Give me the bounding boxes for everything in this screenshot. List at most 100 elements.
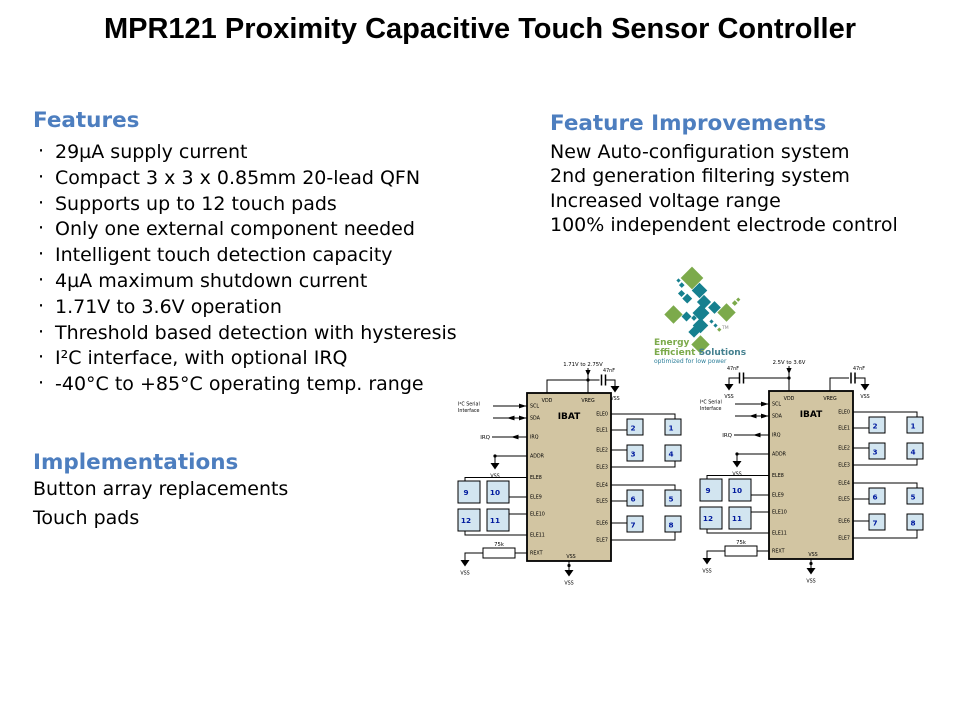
pad-number: 10	[732, 486, 742, 495]
touch-pad	[457, 508, 481, 532]
pin-label: ELE4	[838, 481, 850, 487]
pad-number: 1	[910, 422, 915, 431]
symbols	[702, 368, 870, 575]
features-heading: Features	[33, 108, 140, 133]
touch-pad	[664, 418, 682, 436]
pin-label: REXT	[530, 551, 543, 557]
pin-label: ELE3	[838, 463, 850, 469]
pin-label: SCL	[530, 404, 539, 410]
ground-icon	[460, 560, 470, 567]
page-title: MPR121 Proximity Capacitive Touch Sensor…	[103, 13, 857, 45]
pin-label: ELE8	[772, 473, 784, 479]
improvement-item: 100% independent electrode control	[550, 213, 898, 236]
pin-label: ELE7	[596, 538, 608, 544]
pad-number: 8	[910, 519, 915, 528]
pin-label: ELE11	[530, 533, 545, 539]
resistor-label: 75k	[494, 542, 505, 548]
pin-label: ELE0	[596, 412, 608, 418]
pin-label: SCL	[772, 402, 781, 408]
resistor-label: 75k	[736, 540, 747, 546]
pin-label: ELE0	[838, 410, 850, 416]
touch-pad	[664, 444, 682, 462]
feature-item: Threshold based detection with hysteresi…	[33, 320, 473, 347]
improvement-item: 2nd generation filtering system	[550, 165, 850, 188]
pad-number: 12	[703, 514, 713, 523]
improvement-item: New Auto-configuration system	[550, 141, 850, 163]
pin-label: ADDR	[772, 452, 787, 458]
pin-label: ELE8	[530, 475, 542, 481]
pad-number: 4	[668, 450, 673, 459]
feature-improvements-heading: Feature Improvements	[550, 111, 827, 136]
ground-icon	[564, 570, 574, 577]
feature-item: Intelligent touch detection capacity	[33, 242, 473, 269]
touch-pad	[906, 513, 924, 531]
pin-label: ELE4	[596, 483, 608, 489]
pad-number: 6	[872, 493, 877, 502]
chip-label: IBAT	[558, 412, 581, 422]
pin-label: ELE1	[838, 426, 850, 432]
implementation-item: Button array replacements	[33, 478, 289, 500]
pin-label: ELE9	[772, 493, 784, 499]
feature-improvements-section: Feature Improvements New Auto-configurat…	[550, 111, 960, 237]
pad-number: 9	[705, 486, 710, 495]
gnd-label: VSS	[860, 394, 869, 400]
cap-label: 47nF	[603, 368, 615, 374]
pad-number: 5	[910, 493, 915, 502]
touch-pad	[728, 506, 752, 530]
scl-arrow-icon	[519, 403, 527, 409]
ground-icon	[860, 384, 870, 391]
supply-label: 2.5V to 3.6V	[773, 360, 806, 366]
irq-label: IRQ	[722, 433, 732, 439]
touch-pad	[699, 478, 723, 502]
energy-efficient-solutions-logo: TM Energy Efficient Solutions optimized …	[648, 256, 788, 378]
pin-label: IRQ	[530, 435, 539, 441]
pin-label: ELE7	[838, 536, 850, 542]
touch-pad	[626, 444, 644, 462]
gnd-label: VSS	[732, 472, 741, 478]
pin-label: SDA	[530, 416, 541, 422]
i2c-label: I²C Serial	[458, 402, 480, 408]
pin-label: ELE1	[596, 428, 608, 434]
schematic-right: 2.5V to 3.6V 47nF 47nF VSS VSS VDD VREG …	[699, 360, 924, 585]
pin-label: ADDR	[530, 454, 545, 460]
touch-pad	[868, 442, 886, 460]
touch-pad	[868, 416, 886, 434]
resistor-75k	[482, 547, 516, 559]
pin-label: VSS	[808, 552, 817, 558]
touch-pad	[457, 480, 481, 504]
pad-number: 11	[732, 514, 742, 523]
ground-icon	[610, 386, 620, 393]
pad-number: 2	[872, 422, 877, 431]
sda-arrow-icon	[749, 413, 757, 419]
implementation-item: Touch pads	[33, 506, 140, 529]
touch-pad	[626, 418, 644, 436]
pad-number: 8	[668, 521, 673, 530]
symbols	[460, 370, 620, 577]
i2c-label: I²C Serial	[700, 400, 722, 406]
scl-arrow-icon	[761, 401, 769, 407]
sda-arrow-icon	[507, 415, 515, 421]
feature-item: Supports up to 12 touch pads	[33, 191, 473, 218]
sda-arrow-icon	[761, 413, 769, 419]
pad-number: 3	[872, 448, 877, 457]
gnd-label: VSS	[460, 571, 469, 577]
pad-number: 7	[630, 521, 635, 530]
pad-number: 1	[668, 424, 673, 433]
pad-number: 7	[872, 519, 877, 528]
ground-icon	[490, 463, 500, 470]
pin-label: ELE9	[530, 495, 542, 501]
logo-tagline: optimized for low power	[654, 357, 727, 365]
pin-label: VREG	[823, 396, 837, 402]
pad-number: 9	[463, 488, 468, 497]
touch-pad	[626, 515, 644, 533]
touch-pad	[728, 478, 752, 502]
feature-item: 1.71V to 3.6V operation	[33, 294, 473, 321]
ground-icon	[806, 568, 816, 575]
pad-number: 10	[490, 488, 500, 497]
touch-pad	[868, 487, 886, 505]
i2c-label: Interface	[458, 408, 480, 414]
pin-label: ELE5	[838, 497, 850, 503]
trademark-symbol: TM	[722, 326, 729, 331]
ground-icon	[702, 558, 712, 565]
schematic-left: 1.71V to 2.75V 47nF VSS VDD VREG IBAT SC…	[457, 362, 682, 587]
